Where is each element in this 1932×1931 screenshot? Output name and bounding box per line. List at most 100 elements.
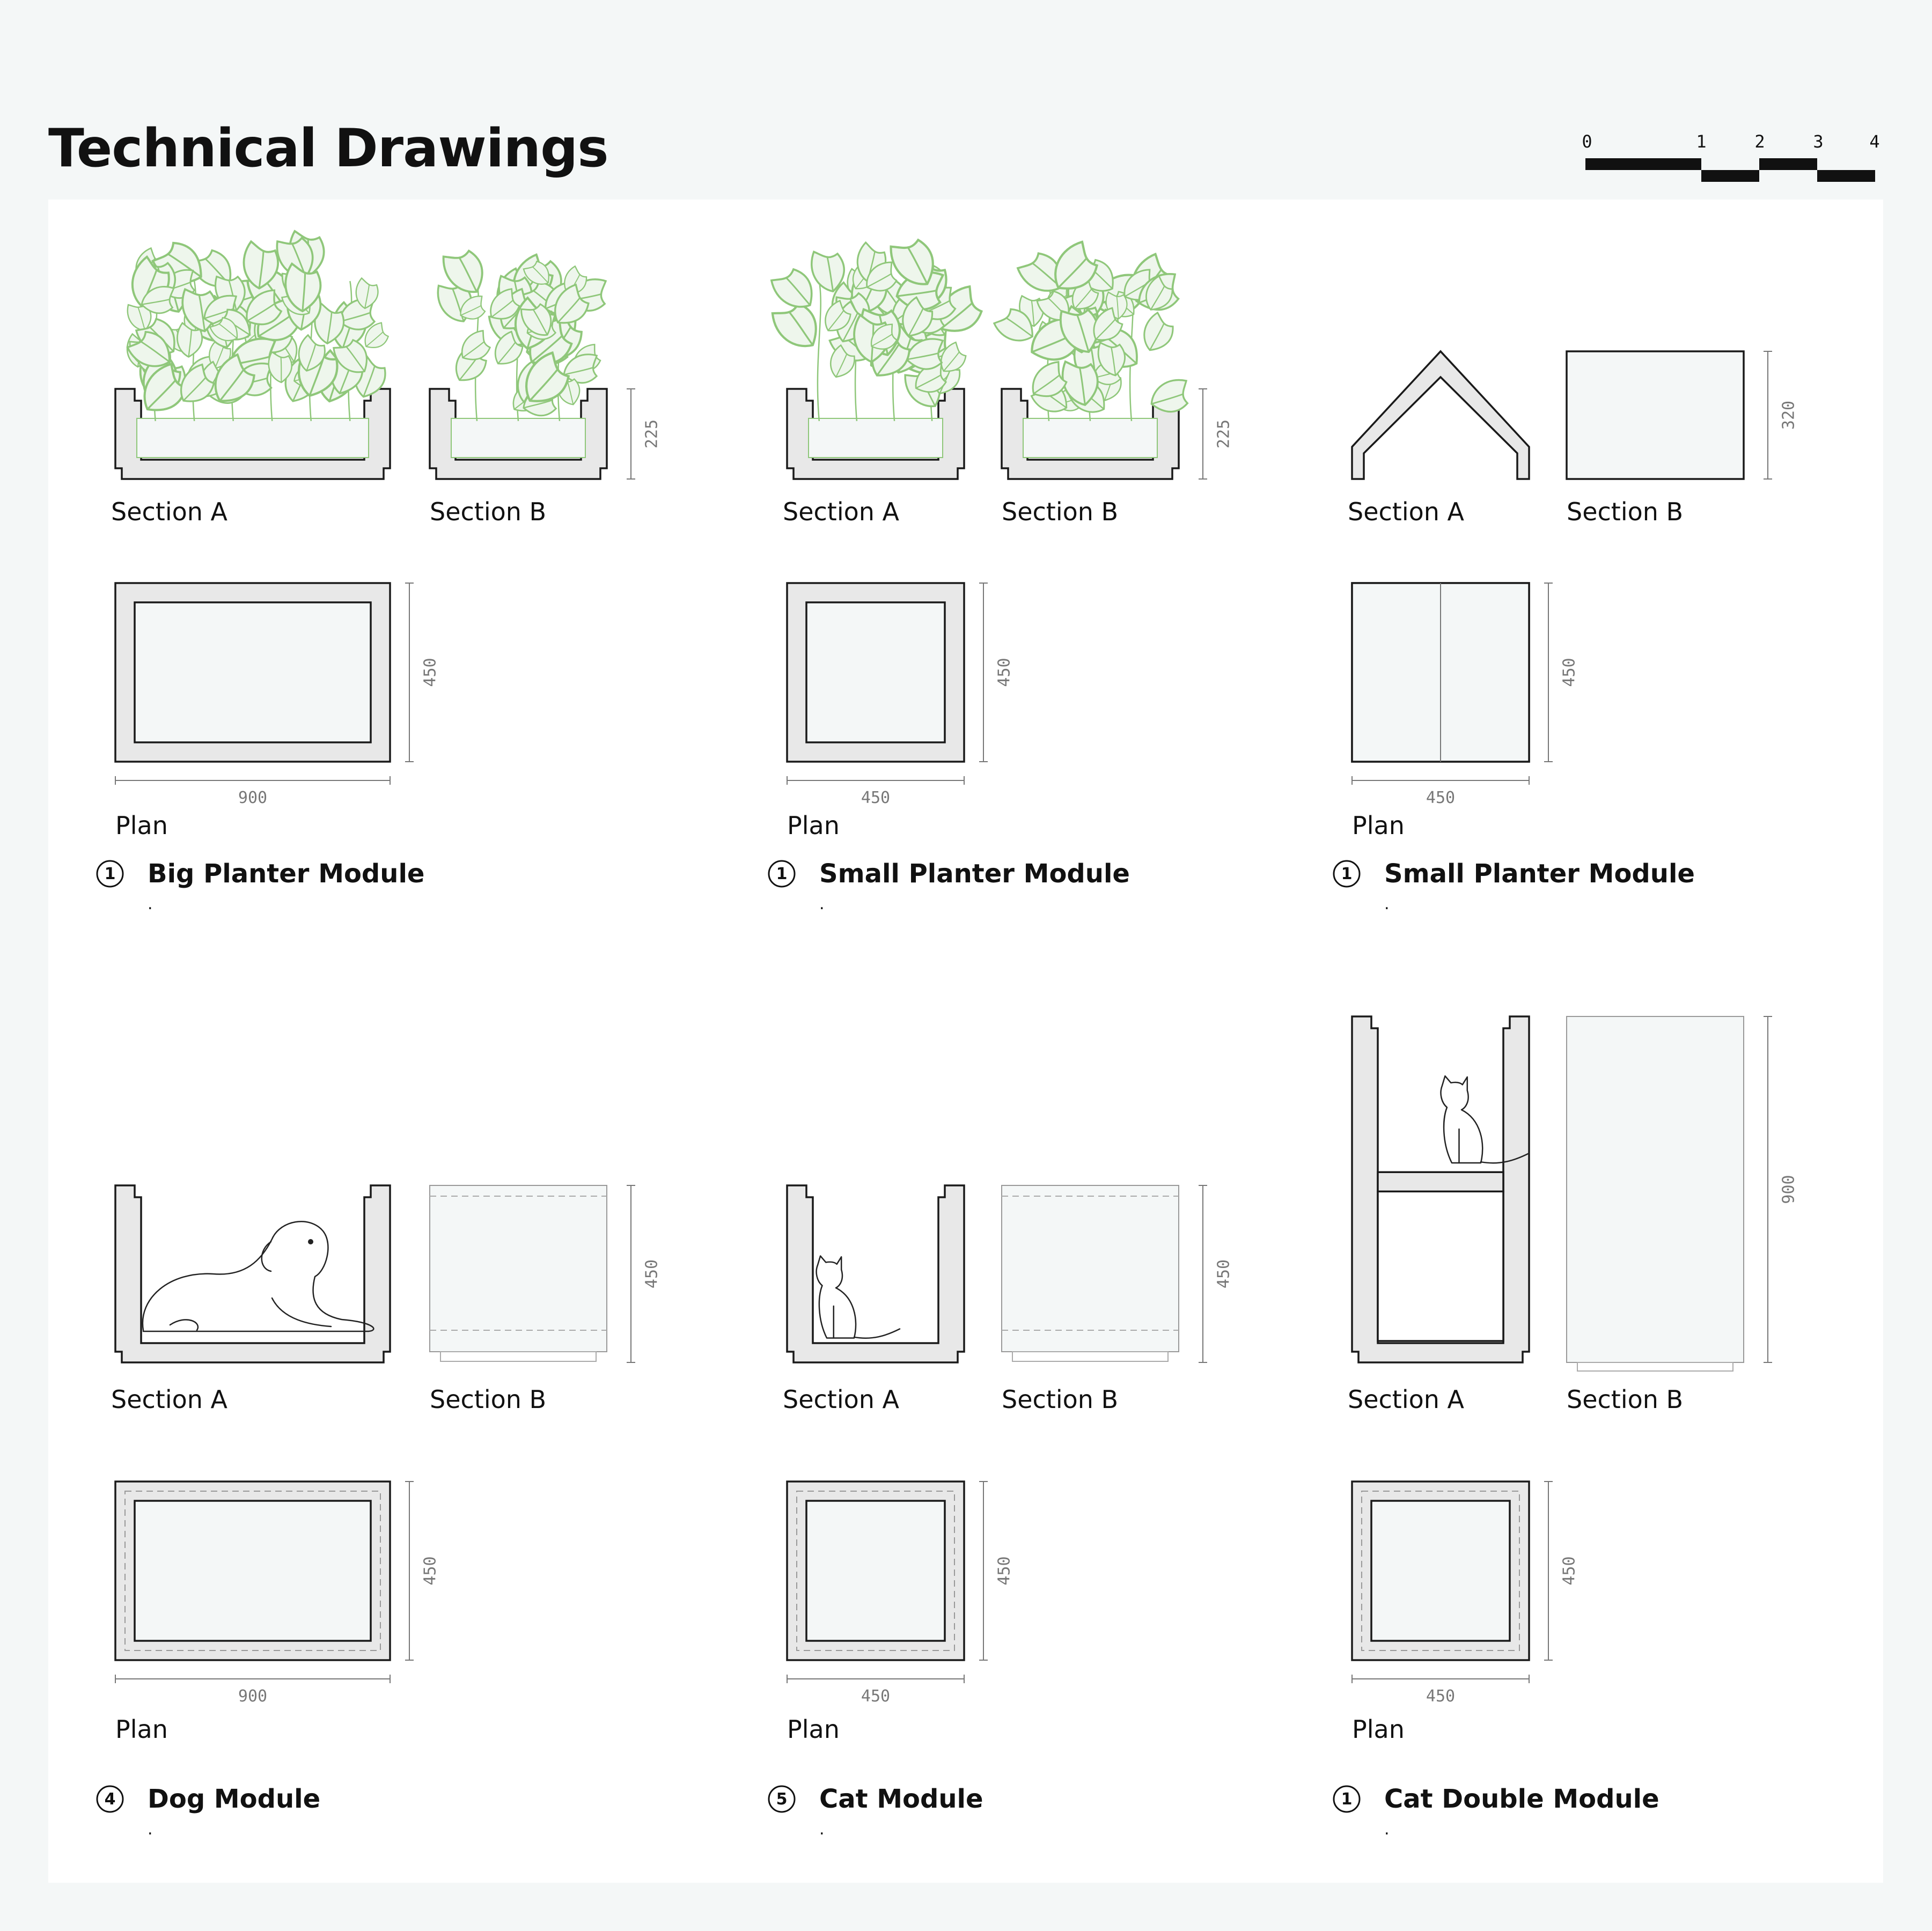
section-a-shape: [1351, 1015, 1530, 1364]
plan-shape: [114, 582, 391, 763]
section-a-label: Section A: [111, 497, 228, 526]
shelf: [1377, 1171, 1504, 1192]
cat-tail: [1480, 1152, 1530, 1164]
cat-illustration: [1440, 1075, 1530, 1164]
section-a-label: Section A: [783, 497, 900, 526]
dim-value: 450: [1426, 788, 1455, 807]
module-number-badge: [96, 860, 124, 888]
module-name: Small Planter Module: [819, 859, 1130, 889]
dim-value: 900: [1780, 1175, 1798, 1204]
module-number: 1: [1341, 865, 1353, 883]
module-name: Cat Double Module: [1384, 1784, 1659, 1814]
plan-label: Plan: [115, 1715, 168, 1744]
module-caption: .: [1384, 895, 1390, 913]
plan-shape: [786, 582, 965, 763]
plan-depth-dimension: 450: [405, 1481, 440, 1661]
section-wall: [114, 1184, 391, 1364]
section-a-shape: [114, 1184, 391, 1364]
scale-label-0: 0: [1582, 131, 1592, 152]
module-number: 1: [105, 865, 116, 883]
soil-fill: [808, 418, 943, 458]
dog-eye: [308, 1239, 313, 1244]
dim-value: 225: [1215, 419, 1233, 448]
plan-inner: [805, 601, 946, 743]
plan-width-dimension: 450: [1351, 1675, 1530, 1706]
section-a-label: Section A: [783, 1385, 900, 1414]
plan-depth-dimension: 450: [1544, 583, 1579, 762]
module-number: 1: [776, 865, 788, 883]
lower-cavity: [1377, 1190, 1504, 1342]
plan-inner: [805, 1500, 946, 1642]
section-b-base: [1012, 1351, 1169, 1362]
module-name: Dog Module: [148, 1784, 320, 1814]
plan-shape: [786, 1480, 965, 1661]
height-dimension: 450: [627, 1185, 662, 1363]
plan-width-dimension: 450: [787, 1675, 965, 1706]
cat-tail: [853, 1328, 901, 1339]
scale-label-2: 2: [1754, 131, 1765, 152]
section-b-base: [1577, 1362, 1733, 1372]
section-wall: [429, 388, 608, 480]
module-name: Small Planter Module: [1384, 859, 1695, 889]
scale-segment-2: [1701, 170, 1759, 182]
plan-width-dimension: 900: [115, 1675, 391, 1706]
dim-value: 320: [1780, 401, 1798, 430]
dim-value: 450: [995, 658, 1014, 687]
plant-illustration: [990, 237, 1198, 422]
plan-shape: [1351, 1480, 1530, 1661]
module-number: 4: [105, 1790, 116, 1809]
plan-width-dimension: 900: [115, 776, 391, 807]
cat-body: [1440, 1075, 1483, 1164]
plan-dashed-line: [1361, 1491, 1520, 1651]
module-caption: .: [148, 1820, 153, 1839]
module-title: 1 Big Planter Module.: [96, 859, 424, 913]
module-caption: .: [1384, 1820, 1390, 1839]
scale-segment-4: [1817, 170, 1875, 182]
plan-inner: [134, 601, 372, 743]
section-wall: [786, 1184, 965, 1364]
section-b-shape: [1001, 1185, 1179, 1352]
module-caption: .: [148, 895, 153, 913]
section-a-label: Section A: [1348, 497, 1465, 526]
section-a-shape: [786, 1184, 965, 1364]
section-b-label: Section B: [1567, 1385, 1683, 1414]
scale-label-3: 3: [1813, 131, 1823, 152]
section-b-label: Section B: [1002, 1385, 1118, 1414]
section-a-label: Section A: [1348, 1385, 1465, 1414]
plan-depth-dimension: 450: [405, 583, 440, 762]
module-number-badge: [96, 1785, 124, 1813]
module-title: 4 Dog Module.: [96, 1784, 320, 1839]
scale-segment-1: [1585, 158, 1701, 170]
cat-body: [816, 1255, 857, 1339]
plan-width-dimension: 450: [1351, 776, 1530, 807]
plan-shape: [114, 1480, 391, 1661]
scale-segment-3: [1759, 158, 1817, 170]
dim-value: 450: [861, 788, 890, 807]
section-a-label: Section A: [111, 1385, 228, 1414]
plan-label: Plan: [1352, 811, 1405, 840]
plan-depth-dimension: 450: [1544, 1481, 1579, 1661]
height-dimension: 450: [1199, 1185, 1233, 1363]
section-b-label: Section B: [1567, 497, 1683, 526]
section-b-label: Section B: [1002, 497, 1118, 526]
section-b-label: Section B: [430, 497, 546, 526]
plan-inner: [1370, 1500, 1511, 1642]
plan-depth-dimension: 450: [979, 583, 1014, 762]
dim-value: 450: [995, 1556, 1014, 1585]
module-number: 5: [776, 1790, 788, 1809]
soil-fill: [1023, 418, 1158, 458]
plan-label: Plan: [115, 811, 168, 840]
section-b-shape: [429, 1185, 607, 1352]
plan-width-dimension: 450: [787, 776, 965, 807]
roof-section: [1351, 350, 1530, 480]
dim-value: 450: [421, 1556, 440, 1585]
plan-label: Plan: [787, 1715, 840, 1744]
dim-value: 225: [643, 419, 662, 448]
section-b-shape: [1566, 350, 1745, 480]
module-name: Big Planter Module: [148, 859, 424, 889]
dim-value: 900: [238, 1687, 267, 1706]
dog-leg: [169, 1319, 199, 1331]
